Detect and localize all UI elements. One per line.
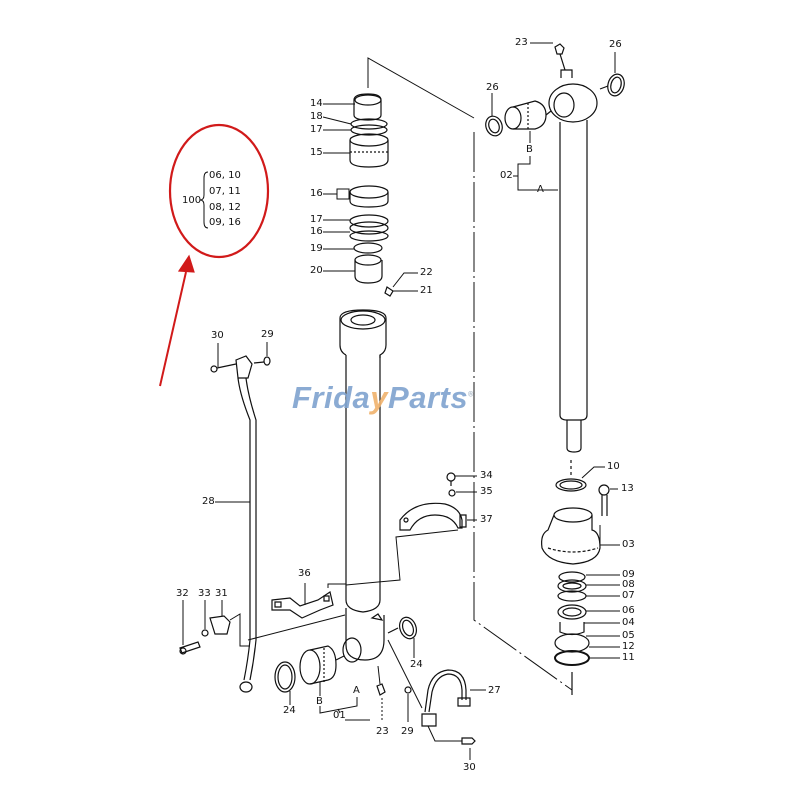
watermark-logo: FridayParts® bbox=[292, 380, 474, 416]
part-label-08: 08 bbox=[622, 579, 635, 590]
part-label-23-bottom: 23 bbox=[376, 726, 389, 737]
part-label-35: 35 bbox=[480, 486, 493, 497]
part-label-20: 20 bbox=[310, 265, 323, 276]
part-label-10: 10 bbox=[607, 461, 620, 472]
watermark-text-1: Frida bbox=[292, 380, 371, 415]
highlight-arrow-head bbox=[177, 254, 195, 273]
callout-item-3: 08, 12 bbox=[209, 202, 241, 213]
callout-item-4: 09, 16 bbox=[209, 217, 241, 228]
part-label-03: 03 bbox=[622, 539, 635, 550]
head-leaders bbox=[582, 467, 620, 658]
part-label-17b: 17 bbox=[310, 214, 323, 225]
piston-leaders bbox=[323, 104, 418, 291]
callout-item-1: 06, 10 bbox=[209, 170, 241, 181]
part-label-09: 09 bbox=[622, 569, 635, 580]
part-label-31: 31 bbox=[215, 588, 228, 599]
part-label-11: 11 bbox=[622, 652, 635, 663]
part-label-05: 05 bbox=[622, 630, 635, 641]
part-label-16b: 16 bbox=[310, 226, 323, 237]
part-label-37: 37 bbox=[480, 514, 493, 525]
watermark-y: y bbox=[370, 380, 389, 415]
part-label-18: 18 bbox=[310, 111, 323, 122]
callout-parent-label: 100 bbox=[182, 195, 202, 206]
right-fittings bbox=[377, 615, 486, 760]
part-label-16: 16 bbox=[310, 188, 323, 199]
highlight-arrow-shaft bbox=[160, 272, 186, 386]
part-label-22: 22 bbox=[420, 267, 433, 278]
rod-leaders bbox=[492, 43, 615, 190]
clamp-37 bbox=[346, 473, 477, 585]
cylinder-tube bbox=[340, 310, 398, 662]
highlight-annotation bbox=[160, 125, 268, 386]
part-label-07: 07 bbox=[622, 590, 635, 601]
part-label-30-top: 30 bbox=[211, 330, 224, 341]
part-label-24-left: 24 bbox=[283, 705, 296, 716]
part-label-14: 14 bbox=[310, 98, 323, 109]
part-label-29-top: 29 bbox=[261, 329, 274, 340]
assembly-frame-lines bbox=[345, 58, 572, 720]
part-label-A-head: A bbox=[353, 685, 360, 696]
part-label-26-left: 26 bbox=[486, 82, 499, 93]
part-label-17: 17 bbox=[310, 124, 323, 135]
part-label-19: 19 bbox=[310, 243, 323, 254]
part-label-06: 06 bbox=[622, 605, 635, 616]
callout-item-2: 07, 11 bbox=[209, 186, 241, 197]
part-label-28: 28 bbox=[202, 496, 215, 507]
part-label-33: 33 bbox=[198, 588, 211, 599]
part-label-34: 34 bbox=[480, 470, 493, 481]
part-label-30-bottom: 30 bbox=[463, 762, 476, 773]
part-label-21: 21 bbox=[420, 285, 433, 296]
part-label-29-bottom: 29 bbox=[401, 726, 414, 737]
part-label-24-right: 24 bbox=[410, 659, 423, 670]
part-label-15: 15 bbox=[310, 147, 323, 158]
clamp-31 bbox=[180, 600, 345, 654]
watermark-text-2: Parts bbox=[388, 380, 469, 415]
part-label-02: 02 bbox=[500, 170, 513, 181]
bracket-36 bbox=[272, 583, 346, 618]
part-label-B-head: B bbox=[316, 696, 323, 707]
part-label-B-rod: B bbox=[526, 144, 533, 155]
registered-mark: ® bbox=[468, 391, 474, 399]
callout-brace bbox=[200, 172, 208, 228]
part-label-27: 27 bbox=[488, 685, 501, 696]
rod-assembly bbox=[483, 44, 627, 452]
part-label-04: 04 bbox=[622, 617, 635, 628]
part-label-A-rod: A bbox=[537, 184, 544, 195]
highlight-ellipse bbox=[170, 125, 268, 257]
pipe-28 bbox=[211, 342, 270, 692]
head-parts-stack bbox=[542, 460, 609, 695]
part-label-13: 13 bbox=[621, 483, 634, 494]
part-label-26-right: 26 bbox=[609, 39, 622, 50]
part-label-01: 01 bbox=[333, 710, 346, 721]
part-label-12: 12 bbox=[622, 641, 635, 652]
part-label-23: 23 bbox=[515, 37, 528, 48]
bushing-01 bbox=[275, 646, 357, 713]
piston-parts-stack bbox=[337, 94, 393, 296]
part-label-36: 36 bbox=[298, 568, 311, 579]
part-label-32: 32 bbox=[176, 588, 189, 599]
